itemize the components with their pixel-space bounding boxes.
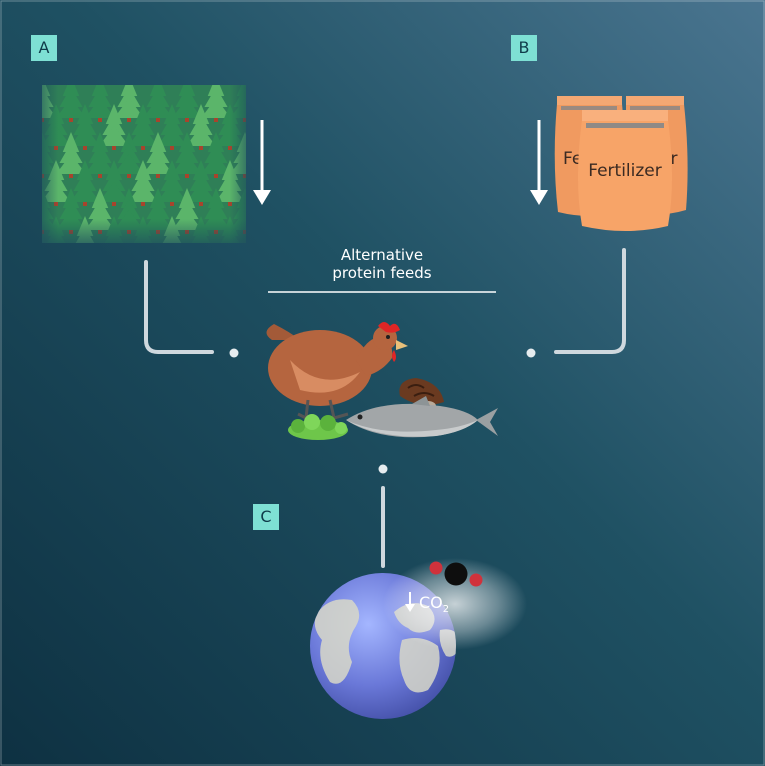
connector-forest-to-feeds <box>144 260 214 354</box>
connector-dot-bottom <box>378 464 388 474</box>
fish-illustration <box>346 396 498 438</box>
fertilizer-partial-left: Fe <box>563 149 582 169</box>
co2-label: CO <box>419 593 443 612</box>
center-label-line1: Alternative <box>340 246 424 264</box>
connector-fertilizer-to-feeds <box>554 248 626 354</box>
fertilizer-bags-illustration: er Fe Fertilizer <box>554 96 688 231</box>
forest-decrease-arrow <box>253 120 271 205</box>
forest-bottom-fade <box>42 85 246 243</box>
center-label-line2: protein feeds <box>332 264 432 282</box>
svg-text:CO2: CO2 <box>419 593 449 615</box>
connector-dot-right <box>526 348 536 358</box>
hen-illustration <box>266 322 408 420</box>
fertilizer-label: Fertilizer <box>588 161 662 181</box>
panel-a-badge: A <box>31 35 57 61</box>
fertilizer-decrease-arrow <box>530 120 548 205</box>
co2-decrease-label: CO2 <box>405 592 449 615</box>
panel-c-badge: C <box>253 504 279 530</box>
panel-b-badge: B <box>511 35 537 61</box>
algae-illustration <box>288 414 348 440</box>
alternative-protein-feeds-label: Alternative protein feeds <box>268 246 496 282</box>
co2-molecule-icon <box>429 561 483 587</box>
connectors <box>144 248 626 568</box>
co2-subscript: 2 <box>443 604 449 615</box>
connector-dot-left <box>229 348 239 358</box>
co2-haze <box>383 558 527 650</box>
fertilizer-bag-front: Fertilizer <box>578 110 672 231</box>
